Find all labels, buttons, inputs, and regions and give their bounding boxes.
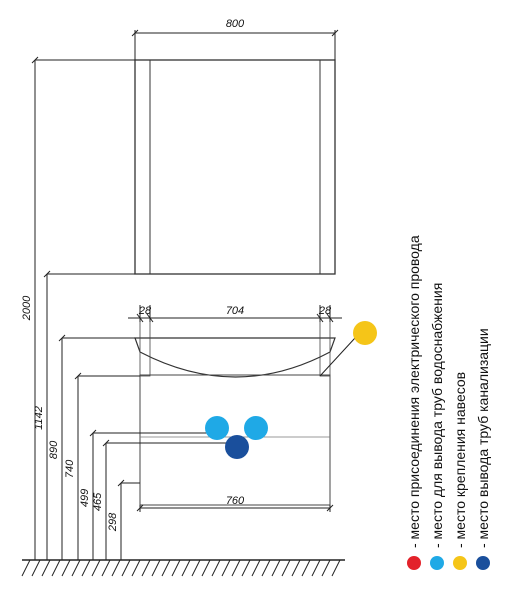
water-supply-marker-right (244, 416, 268, 440)
vanity-unit (134, 317, 336, 506)
dimension-760 (136, 504, 334, 512)
floor (21, 559, 345, 577)
yellow-dot-icon (453, 556, 467, 570)
legend-item-water: - место для вывода труб водоснабжения (429, 283, 445, 548)
dimension-label-760: 760 (226, 495, 245, 507)
dimension-label-465: 465 (92, 492, 104, 511)
water-supply-marker-left (205, 416, 229, 440)
legend-item-electric: - место присоединения электрического про… (406, 235, 422, 548)
dimension-label-704: 704 (226, 305, 244, 317)
dimension-800 (131, 29, 339, 60)
vertical-dimensions (31, 56, 356, 560)
drain-outlet-marker (225, 435, 249, 459)
dimension-label-800: 800 (226, 18, 245, 30)
dimension-label-499: 499 (79, 489, 91, 507)
light-blue-dot-icon (430, 556, 444, 570)
legend: - место присоединения электрического про… (406, 235, 491, 570)
dimension-label-28-left: 28 (138, 305, 152, 317)
dimension-label-298: 298 (107, 512, 119, 532)
dimension-label-2000: 2000 (21, 295, 33, 321)
legend-item-drain: - место вывода труб канализации (475, 328, 491, 548)
dimension-shelf (128, 305, 342, 323)
dimension-label-890: 890 (48, 440, 60, 459)
red-dot-icon (407, 556, 421, 570)
dark-blue-dot-icon (476, 556, 490, 570)
mirror-cabinet (134, 59, 336, 275)
dimension-label-740: 740 (64, 459, 76, 478)
legend-item-hangers: - место крепления навесов (452, 372, 468, 548)
electric-connection-marker (353, 321, 377, 345)
dimension-label-1142: 1142 (33, 406, 45, 430)
dimension-label-28-right: 28 (318, 305, 332, 317)
